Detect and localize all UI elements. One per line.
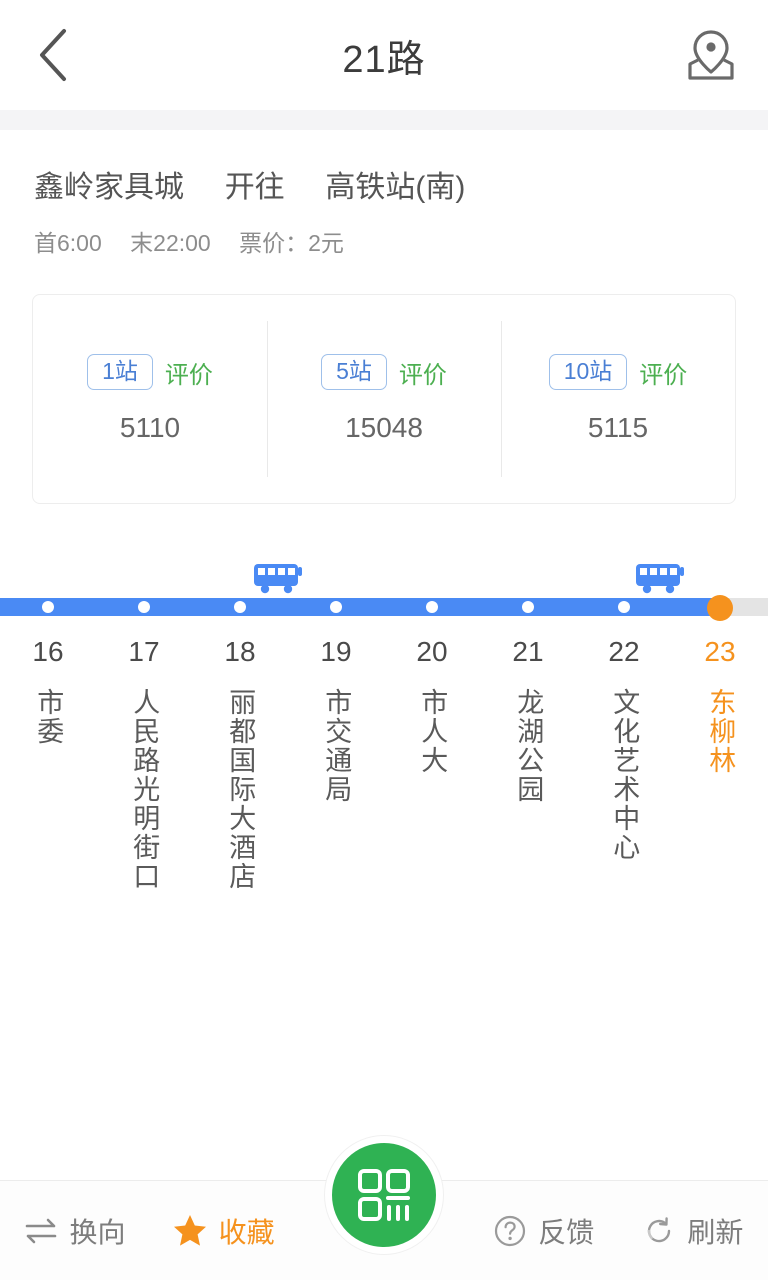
bus-marker[interactable]	[252, 562, 304, 594]
stop-name: 市交通局	[321, 688, 352, 804]
bus-marker[interactable]	[634, 562, 686, 594]
stop-name: 市人大	[417, 688, 448, 775]
rating-label: 评价	[398, 361, 447, 389]
stop-count-badge[interactable]: 10站	[548, 354, 628, 390]
map-view-button[interactable]	[676, 20, 746, 90]
stop-item[interactable]: 23 东柳林	[672, 638, 768, 891]
route-destination: 高铁站(南)	[325, 171, 466, 204]
stop-number: 16	[32, 636, 64, 667]
chevron-left-icon	[40, 29, 66, 81]
rating-card[interactable]: 1站 评价 5110	[33, 295, 267, 503]
stop-name: 市委	[33, 688, 64, 746]
toolbar-item-feedback[interactable]: 反馈	[470, 1211, 619, 1251]
back-button[interactable]	[18, 20, 88, 90]
rating-label: 评价	[164, 361, 213, 389]
stop-item[interactable]: 22 文化艺术中心	[576, 638, 672, 891]
stop-number: 20	[416, 636, 448, 667]
rating-label: 评价	[639, 361, 688, 389]
stop-item[interactable]: 21 龙湖公园	[480, 638, 576, 891]
toolbar-item-favorite[interactable]: 收藏	[149, 1211, 298, 1251]
route-direction-line: 鑫岭家具城 开往 高铁站(南)	[34, 162, 734, 206]
map-pin-icon	[688, 30, 734, 80]
route-progress-track[interactable]	[0, 554, 768, 624]
stop-name: 东柳林	[705, 688, 736, 775]
fare: 票价：2元	[239, 230, 344, 256]
question-circle-icon	[495, 1215, 526, 1246]
bus-icon	[636, 564, 684, 594]
scan-qr-button[interactable]	[325, 1136, 443, 1254]
rating-cards: 1站 评价 5110 5站 评价 15048 10站 评价 5115	[32, 294, 736, 504]
stop-number: 18	[224, 636, 256, 667]
rating-card-header: 1站 评价	[87, 354, 213, 390]
swap-arrows-icon	[25, 1218, 56, 1243]
route-schedule-line: 首6:00 末22:00 票价：2元	[34, 224, 734, 258]
route-info: 鑫岭家具城 开往 高铁站(南) 首6:00 末22:00 票价：2元	[0, 130, 768, 258]
toolbar-label-feedback: 反馈	[538, 1216, 595, 1248]
track-fill	[0, 598, 720, 616]
stop-marker	[330, 601, 342, 613]
stop-item[interactable]: 16 市委	[0, 638, 96, 891]
rating-card-header: 10站 评价	[548, 354, 688, 390]
refresh-icon	[648, 1216, 671, 1242]
rating-card[interactable]: 5站 评价 15048	[267, 295, 501, 503]
stop-name: 丽都国际大酒店	[225, 688, 256, 891]
first-bus-time: 首6:00	[34, 230, 102, 256]
toolbar-label-refresh: 刷新	[687, 1216, 744, 1248]
stop-marker	[618, 601, 630, 613]
stop-item[interactable]: 19 市交通局	[288, 638, 384, 891]
toolbar-item-refresh[interactable]: 刷新	[619, 1211, 768, 1251]
bus-icon	[254, 564, 302, 594]
toolbar-label-favorite: 收藏	[218, 1216, 275, 1248]
stop-name: 人民路光明街口	[129, 688, 160, 891]
stop-number: 22	[608, 636, 640, 667]
toolbar-label-swap: 换向	[69, 1216, 126, 1248]
stop-count-badge[interactable]: 1站	[87, 354, 153, 390]
stop-item[interactable]: 20 市人大	[384, 638, 480, 891]
stop-marker	[234, 601, 246, 613]
stop-marker	[426, 601, 438, 613]
rating-count: 15048	[345, 412, 423, 443]
stop-number: 17	[128, 636, 160, 667]
route-origin: 鑫岭家具城	[34, 171, 184, 204]
stop-number: 21	[512, 636, 544, 667]
section-divider	[0, 110, 768, 130]
star-icon	[173, 1215, 206, 1246]
stop-marker	[42, 601, 54, 613]
qr-scan-icon	[358, 1169, 410, 1221]
app-header: 21路	[0, 0, 768, 110]
stop-name: 文化艺术中心	[609, 688, 640, 862]
rating-card-header: 5站 评价	[321, 354, 447, 390]
last-bus-time: 末22:00	[130, 230, 211, 256]
stop-marker	[138, 601, 150, 613]
stop-name: 龙湖公园	[513, 688, 544, 804]
stop-number: 23	[704, 636, 736, 667]
current-stop-marker	[707, 595, 733, 621]
stop-count-badge[interactable]: 5站	[321, 354, 387, 390]
rating-count: 5110	[119, 412, 181, 443]
route-direction-word: 开往	[224, 171, 285, 204]
toolbar-item-swap[interactable]: 换向	[0, 1211, 149, 1251]
stop-number: 19	[320, 636, 352, 667]
stop-item[interactable]: 18 丽都国际大酒店	[192, 636, 288, 892]
rating-card[interactable]: 10站 评价 5115	[501, 295, 735, 503]
stop-item[interactable]: 17 人民路光明街口	[96, 636, 192, 892]
page-title: 21路	[342, 38, 426, 81]
stop-marker	[522, 601, 534, 613]
rating-count: 5115	[587, 412, 649, 443]
